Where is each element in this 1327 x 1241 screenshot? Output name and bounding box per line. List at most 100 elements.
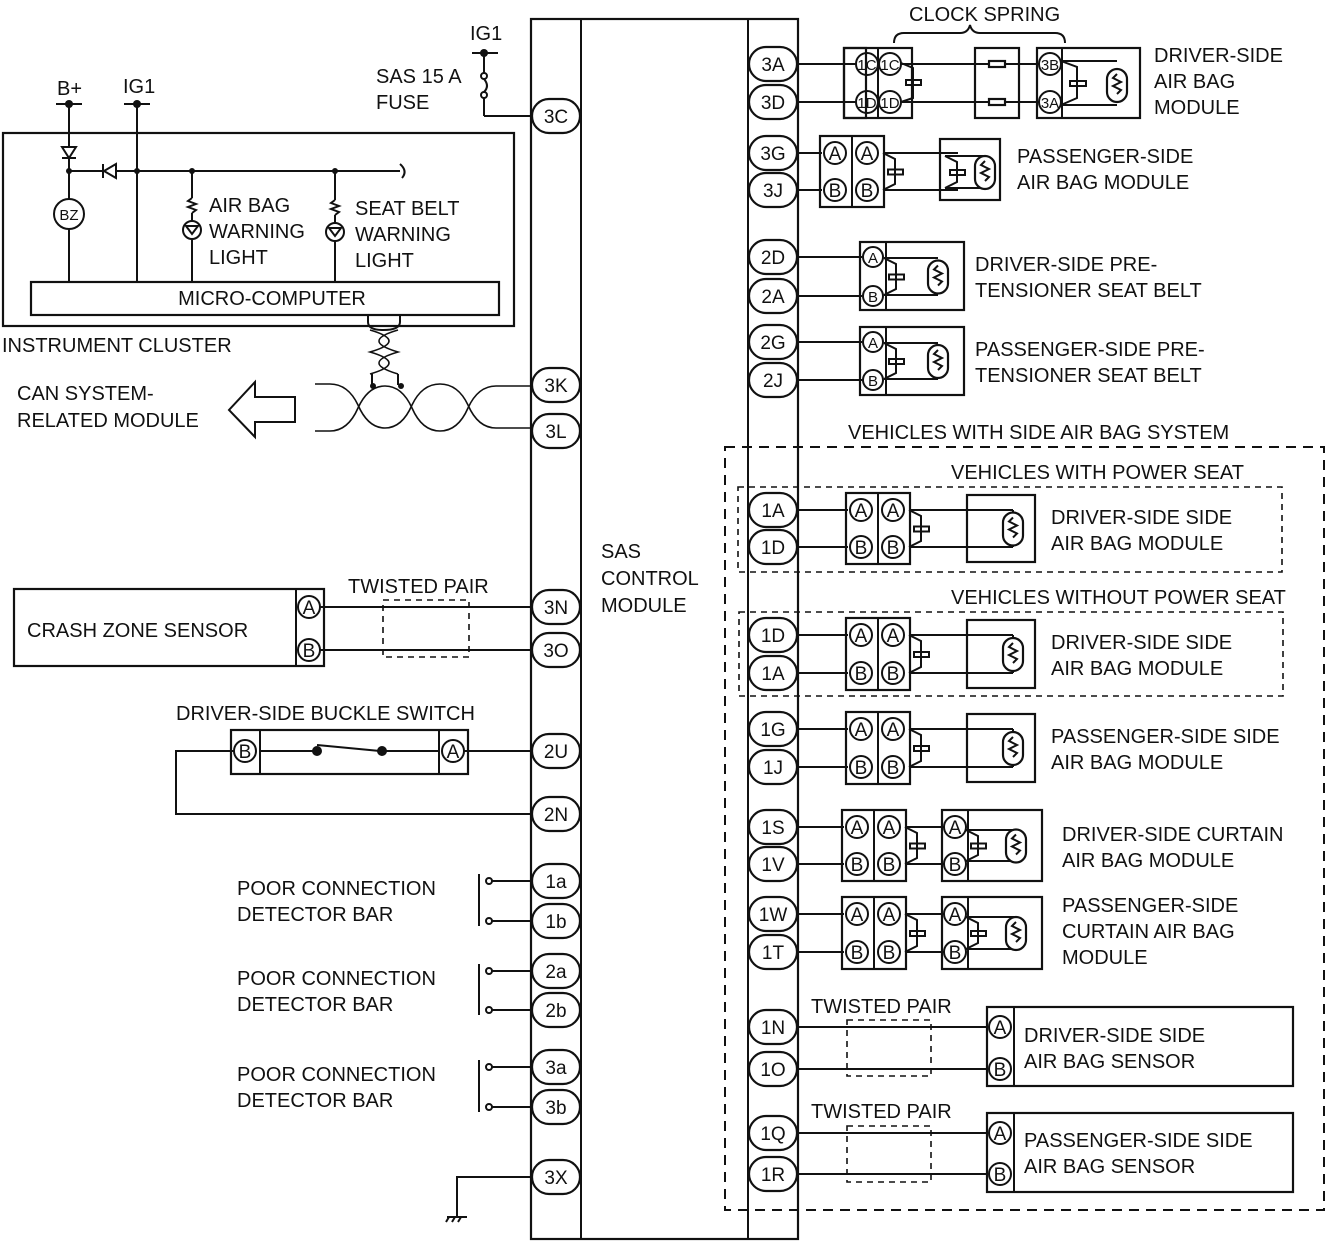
pin-right-21: 1R — [747, 1155, 799, 1193]
pin-left-7-label: 1a — [545, 872, 567, 893]
can-bus: CAN SYSTEM- RELATED MODULE — [17, 315, 533, 440]
connector-pin: A — [829, 144, 842, 165]
cs-pin-1d-a: 1D — [857, 95, 876, 112]
pin-left-10-label: 2b — [545, 1001, 566, 1022]
pin-right-11: 1A — [747, 654, 799, 692]
pin-left-8-label: 1b — [545, 912, 566, 933]
instrument-cluster: B+ IG1 BZ AIR BAG WARNING LIGHT — [1, 76, 516, 357]
da-pin-3a: 3A — [1041, 95, 1059, 112]
pin-b: B — [949, 943, 962, 964]
buckle-switch-label: DRIVER-SIDE BUCKLE SWITCH — [176, 703, 475, 725]
crash-twisted-pair-label: TWISTED PAIR — [348, 576, 489, 598]
without-power-seat-label: VEHICLES WITHOUT POWER SEAT — [951, 587, 1286, 609]
pin-right-10: 1D — [747, 616, 799, 654]
connector-pin: B — [883, 855, 896, 876]
cs-pin-1c-a: 1C — [857, 57, 876, 74]
connector-pin: B — [829, 181, 842, 202]
driver-pretensioner-label-2: TENSIONER SEAT BELT — [975, 280, 1202, 302]
clock-spring-label: CLOCK SPRING — [909, 4, 1060, 26]
squib-icon — [1001, 636, 1025, 673]
pin-right-0: 3A — [747, 45, 799, 83]
passenger-curtain-label-3: MODULE — [1062, 947, 1148, 969]
pin-right-17: 1T — [747, 933, 799, 971]
pin-a: A — [868, 250, 878, 267]
pin-b: B — [949, 855, 962, 876]
squib-icon — [1001, 730, 1025, 767]
with-power-seat-label: VEHICLES WITH POWER SEAT — [951, 462, 1244, 484]
squib-icon — [973, 154, 997, 191]
fuse-icon — [480, 72, 488, 80]
ig1-cluster-label: IG1 — [123, 76, 155, 98]
pin-right-8: 1A — [747, 491, 799, 529]
connector-pin: A — [883, 905, 896, 926]
pin-left-9-label: 2a — [545, 962, 567, 983]
ig1-top-label: IG1 — [470, 23, 502, 45]
connector-pin: B — [887, 538, 900, 559]
pin-left-9: 2a — [530, 952, 582, 990]
pin-right-2: 3G — [747, 134, 799, 172]
ig1-fuse-circuit: IG1 SAS 15 A FUSE — [376, 23, 533, 117]
passenger-curtain-label-2: CURTAIN AIR BAG — [1062, 921, 1235, 943]
pin-a: A — [868, 335, 878, 352]
connector-pin: A — [851, 818, 864, 839]
seatbelt-light-label-3: LIGHT — [355, 250, 414, 272]
driver-airbag-label-2: AIR BAG — [1154, 71, 1235, 93]
arrow-left-icon — [227, 379, 296, 440]
connector-pin: B — [855, 758, 868, 779]
pss-pin-a: A — [994, 1124, 1007, 1145]
pss-pin-b: B — [994, 1165, 1007, 1186]
control-module-label-3: MODULE — [601, 595, 687, 617]
pin-right-15-label: 1V — [761, 855, 785, 876]
pin-right-1-label: 3D — [761, 93, 785, 114]
driver-side-airbag-ps-label-1: DRIVER-SIDE SIDE — [1051, 507, 1232, 529]
pin-left-2: 3L — [530, 412, 582, 450]
passenger-pretensioner-label-1: PASSENGER-SIDE PRE- — [975, 339, 1205, 361]
pin-left-12: 3b — [530, 1088, 582, 1126]
pin-a: A — [949, 818, 962, 839]
pin-right-9-label: 1D — [761, 538, 785, 559]
pin-b: B — [868, 373, 878, 390]
pin-b: B — [868, 289, 878, 306]
pin-right-8-label: 1A — [761, 501, 785, 522]
squib-icon — [1004, 828, 1028, 864]
dss-pin-a: A — [994, 1018, 1007, 1039]
crash-sensor-pin-a: A — [303, 598, 316, 619]
fuse-label-1: SAS 15 A — [376, 66, 462, 88]
control-module-label-1: SAS — [601, 541, 641, 563]
pin-left-4: 3O — [530, 631, 582, 669]
seatbelt-light-label-1: SEAT BELT — [355, 198, 459, 220]
pin-right-19-label: 1O — [760, 1060, 785, 1081]
pin-right-12: 1G — [747, 710, 799, 748]
pin-right-0-label: 3A — [761, 55, 785, 76]
connector-pin: A — [887, 720, 900, 741]
passenger-side-airbag-label-1: PASSENGER-SIDE SIDE — [1051, 726, 1280, 748]
connector-pin: A — [855, 626, 868, 647]
driver-side-airbag-ps-label-2: AIR BAG MODULE — [1051, 533, 1223, 555]
driver-side-sensor-label-2: AIR BAG SENSOR — [1024, 1051, 1195, 1073]
connector-pin: A — [855, 720, 868, 741]
connector-pin: A — [851, 905, 864, 926]
dss-pin-b: B — [994, 1060, 1007, 1081]
squib-icon — [1001, 511, 1025, 547]
pin-left-3: 3N — [530, 588, 582, 626]
pin-right-9: 1D — [747, 528, 799, 566]
pin-right-1: 3D — [747, 83, 799, 121]
passenger-airbag-label-2: AIR BAG MODULE — [1017, 172, 1189, 194]
pin-right-7: 2J — [747, 361, 799, 399]
connector-pin: A — [861, 144, 874, 165]
diode-icon — [60, 146, 78, 160]
pin-left-13: 3X — [530, 1158, 582, 1196]
pin-right-14: 1S — [747, 808, 799, 846]
pin-right-13: 1J — [747, 748, 799, 786]
clock-spring-brace — [893, 24, 1066, 44]
pin-right-16-label: 1W — [759, 905, 788, 926]
pin-right-19: 1O — [747, 1050, 799, 1088]
ground-circuit — [445, 1176, 533, 1223]
